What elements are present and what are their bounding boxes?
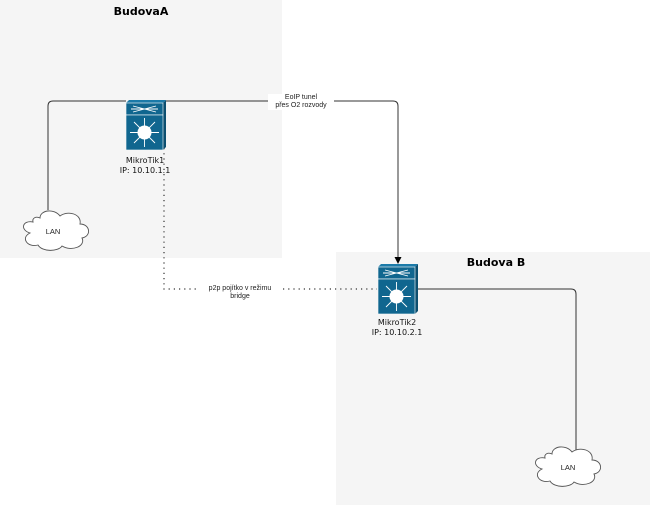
eoip-link-label: EoIP tunel přes O2 rozvody bbox=[268, 94, 334, 110]
mikrotik1-switch-icon[interactable] bbox=[126, 100, 166, 150]
link-mikrotik2-lan-b[interactable] bbox=[418, 288, 577, 452]
zone-b-title: Budova B bbox=[466, 256, 526, 269]
link-eoip-tunnel[interactable] bbox=[166, 100, 399, 258]
cloud-lan-a-label: LAN bbox=[45, 227, 61, 236]
cloud-lan-b-label: LAN bbox=[560, 463, 576, 472]
mikrotik1-name: MikroTik1 bbox=[125, 156, 165, 165]
mikrotik1-label: MikroTik1 IP: 10.10.1.1 bbox=[100, 156, 190, 176]
p2p-link-label: p2p pojítko v režimu bridge bbox=[198, 285, 282, 301]
link-lan-a-mikrotik1[interactable] bbox=[47, 100, 126, 210]
mikrotik2-switch-icon[interactable] bbox=[378, 264, 418, 314]
link-p2p-bridge[interactable] bbox=[163, 122, 377, 290]
mikrotik1-ip: IP: 10.10.1.1 bbox=[119, 166, 171, 175]
eoip-label-line1: EoIP tunel bbox=[284, 94, 318, 101]
mikrotik2-ip: IP: 10.10.2.1 bbox=[371, 328, 423, 337]
mikrotik2-label: MikroTik2 IP: 10.10.2.1 bbox=[352, 318, 442, 338]
cloud-lan-a-icon[interactable] bbox=[23, 210, 89, 251]
mikrotik2-name: MikroTik2 bbox=[377, 318, 417, 327]
cloud-lan-b-icon[interactable] bbox=[535, 446, 601, 487]
zone-a-title: BudovaA bbox=[113, 5, 169, 18]
eoip-label-line2: přes O2 rozvody bbox=[275, 102, 327, 109]
arrowhead-icon bbox=[394, 257, 402, 264]
